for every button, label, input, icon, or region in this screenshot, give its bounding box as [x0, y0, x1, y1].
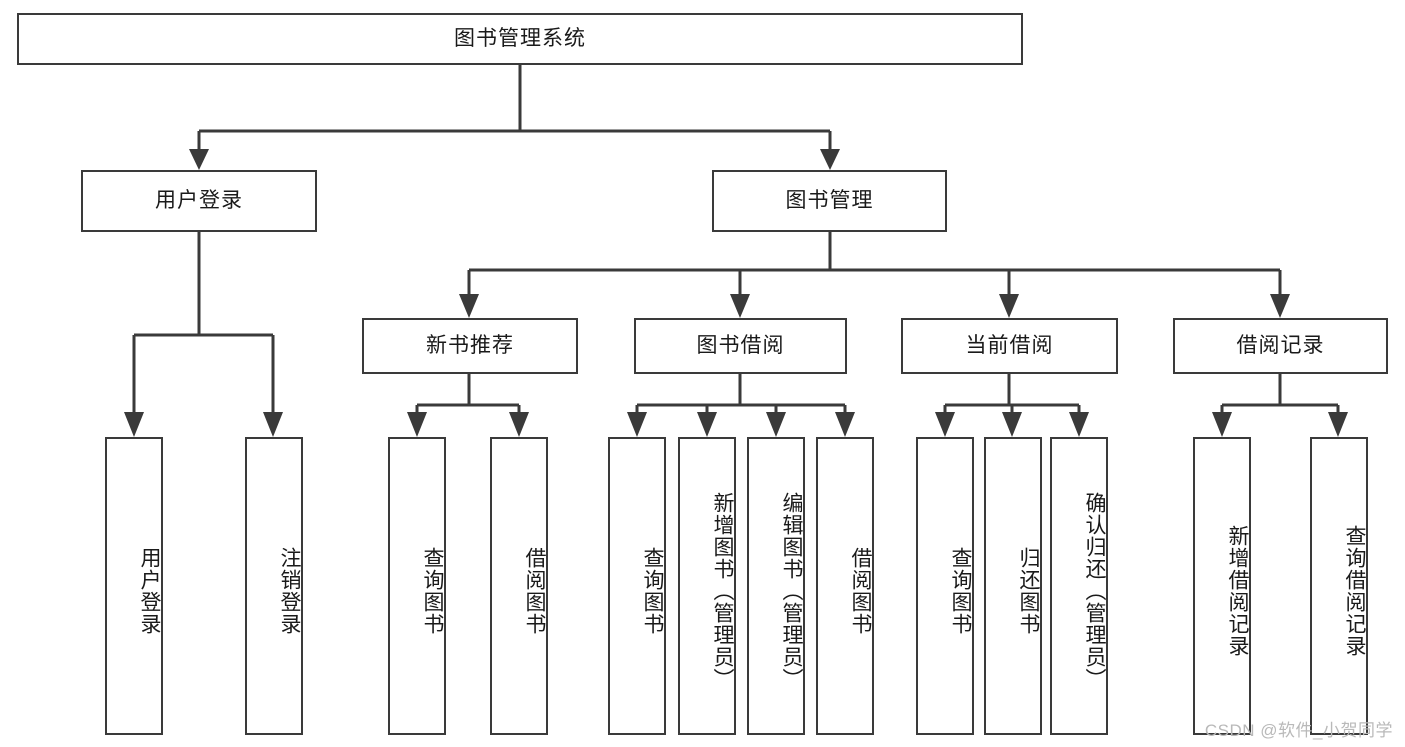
node-label: 用户登录 [155, 189, 243, 213]
arrowhead-user-login [189, 149, 209, 170]
leaf-borrow-record-query-record[interactable]: 查询借阅记录 [1310, 437, 1368, 735]
arrowhead-leaf-user-login [124, 412, 144, 437]
arrowhead-new-book [459, 294, 479, 318]
node-label: 借阅图书 [849, 547, 872, 635]
node-book-borrowing[interactable]: 图书借阅 [634, 318, 847, 374]
node-label: 新增借阅记录 [1226, 525, 1249, 657]
arrowhead-cb-leaf-1 [935, 412, 955, 437]
watermark-text: CSDN @软件_小贺同学 [1204, 721, 1393, 740]
node-label: 借阅记录 [1236, 334, 1325, 358]
arrowhead-nb-leaf-2 [509, 412, 529, 437]
node-label: 查询借阅记录 [1343, 525, 1366, 657]
leaf-user-login-login[interactable]: 用户登录 [105, 437, 163, 735]
leaf-current-borrow-return-books[interactable]: 归还图书 [984, 437, 1042, 735]
node-label: 查询图书 [641, 547, 664, 635]
node-label: 新增图书（管理员） [711, 492, 734, 690]
node-label: 新书推荐 [426, 334, 514, 358]
leaf-borrow-record-add-record[interactable]: 新增借阅记录 [1193, 437, 1251, 735]
leaf-user-login-logout[interactable]: 注销登录 [245, 437, 303, 735]
arrowhead-cb-leaf-3 [1069, 412, 1089, 437]
node-root-book-management-system[interactable]: 图书管理系统 [17, 13, 1023, 65]
arrowhead-bb-leaf-2 [697, 412, 717, 437]
node-label: 借阅图书 [523, 547, 546, 635]
arrowhead-bb-leaf-1 [627, 412, 647, 437]
node-label: 归还图书 [1017, 547, 1040, 635]
arrowhead-book-mgmt [820, 149, 840, 170]
arrowhead-bb-leaf-3 [766, 412, 786, 437]
arrowhead-borrow-record [1270, 294, 1290, 318]
leaf-book-borrow-borrow-books[interactable]: 借阅图书 [816, 437, 874, 735]
node-new-book-recommendation[interactable]: 新书推荐 [362, 318, 578, 374]
leaf-current-borrow-query-books[interactable]: 查询图书 [916, 437, 974, 735]
node-book-management[interactable]: 图书管理 [712, 170, 947, 232]
arrowhead-bb-leaf-4 [835, 412, 855, 437]
node-label: 图书管理 [785, 189, 874, 213]
node-label: 确认归还（管理员） [1083, 492, 1106, 690]
arrowhead-nb-leaf-1 [407, 412, 427, 437]
leaf-new-book-query-books[interactable]: 查询图书 [388, 437, 446, 735]
node-borrowing-record[interactable]: 借阅记录 [1173, 318, 1388, 374]
node-label: 查询图书 [421, 547, 444, 635]
leaf-book-borrow-add-book-admin[interactable]: 新增图书（管理员） [678, 437, 736, 735]
node-label: 编辑图书（管理员） [780, 492, 803, 690]
node-label: 图书管理系统 [454, 27, 586, 51]
arrowhead-br-leaf-2 [1328, 412, 1348, 437]
node-current-borrowing[interactable]: 当前借阅 [901, 318, 1118, 374]
arrowhead-cb-leaf-2 [1002, 412, 1022, 437]
node-label: 用户登录 [138, 547, 161, 635]
leaf-new-book-borrow-books[interactable]: 借阅图书 [490, 437, 548, 735]
node-label: 当前借阅 [965, 334, 1054, 358]
arrowhead-leaf-logout [263, 412, 283, 437]
arrowhead-book-borrow [730, 294, 750, 318]
arrowhead-br-leaf-1 [1212, 412, 1232, 437]
node-label: 图书借阅 [696, 334, 785, 358]
leaf-book-borrow-query-books[interactable]: 查询图书 [608, 437, 666, 735]
node-label: 注销登录 [278, 547, 301, 635]
leaf-current-borrow-confirm-return-admin[interactable]: 确认归还（管理员） [1050, 437, 1108, 735]
arrowhead-current-borrow [999, 294, 1019, 318]
leaf-book-borrow-edit-book-admin[interactable]: 编辑图书（管理员） [747, 437, 805, 735]
node-label: 查询图书 [949, 547, 972, 635]
node-user-login[interactable]: 用户登录 [81, 170, 317, 232]
